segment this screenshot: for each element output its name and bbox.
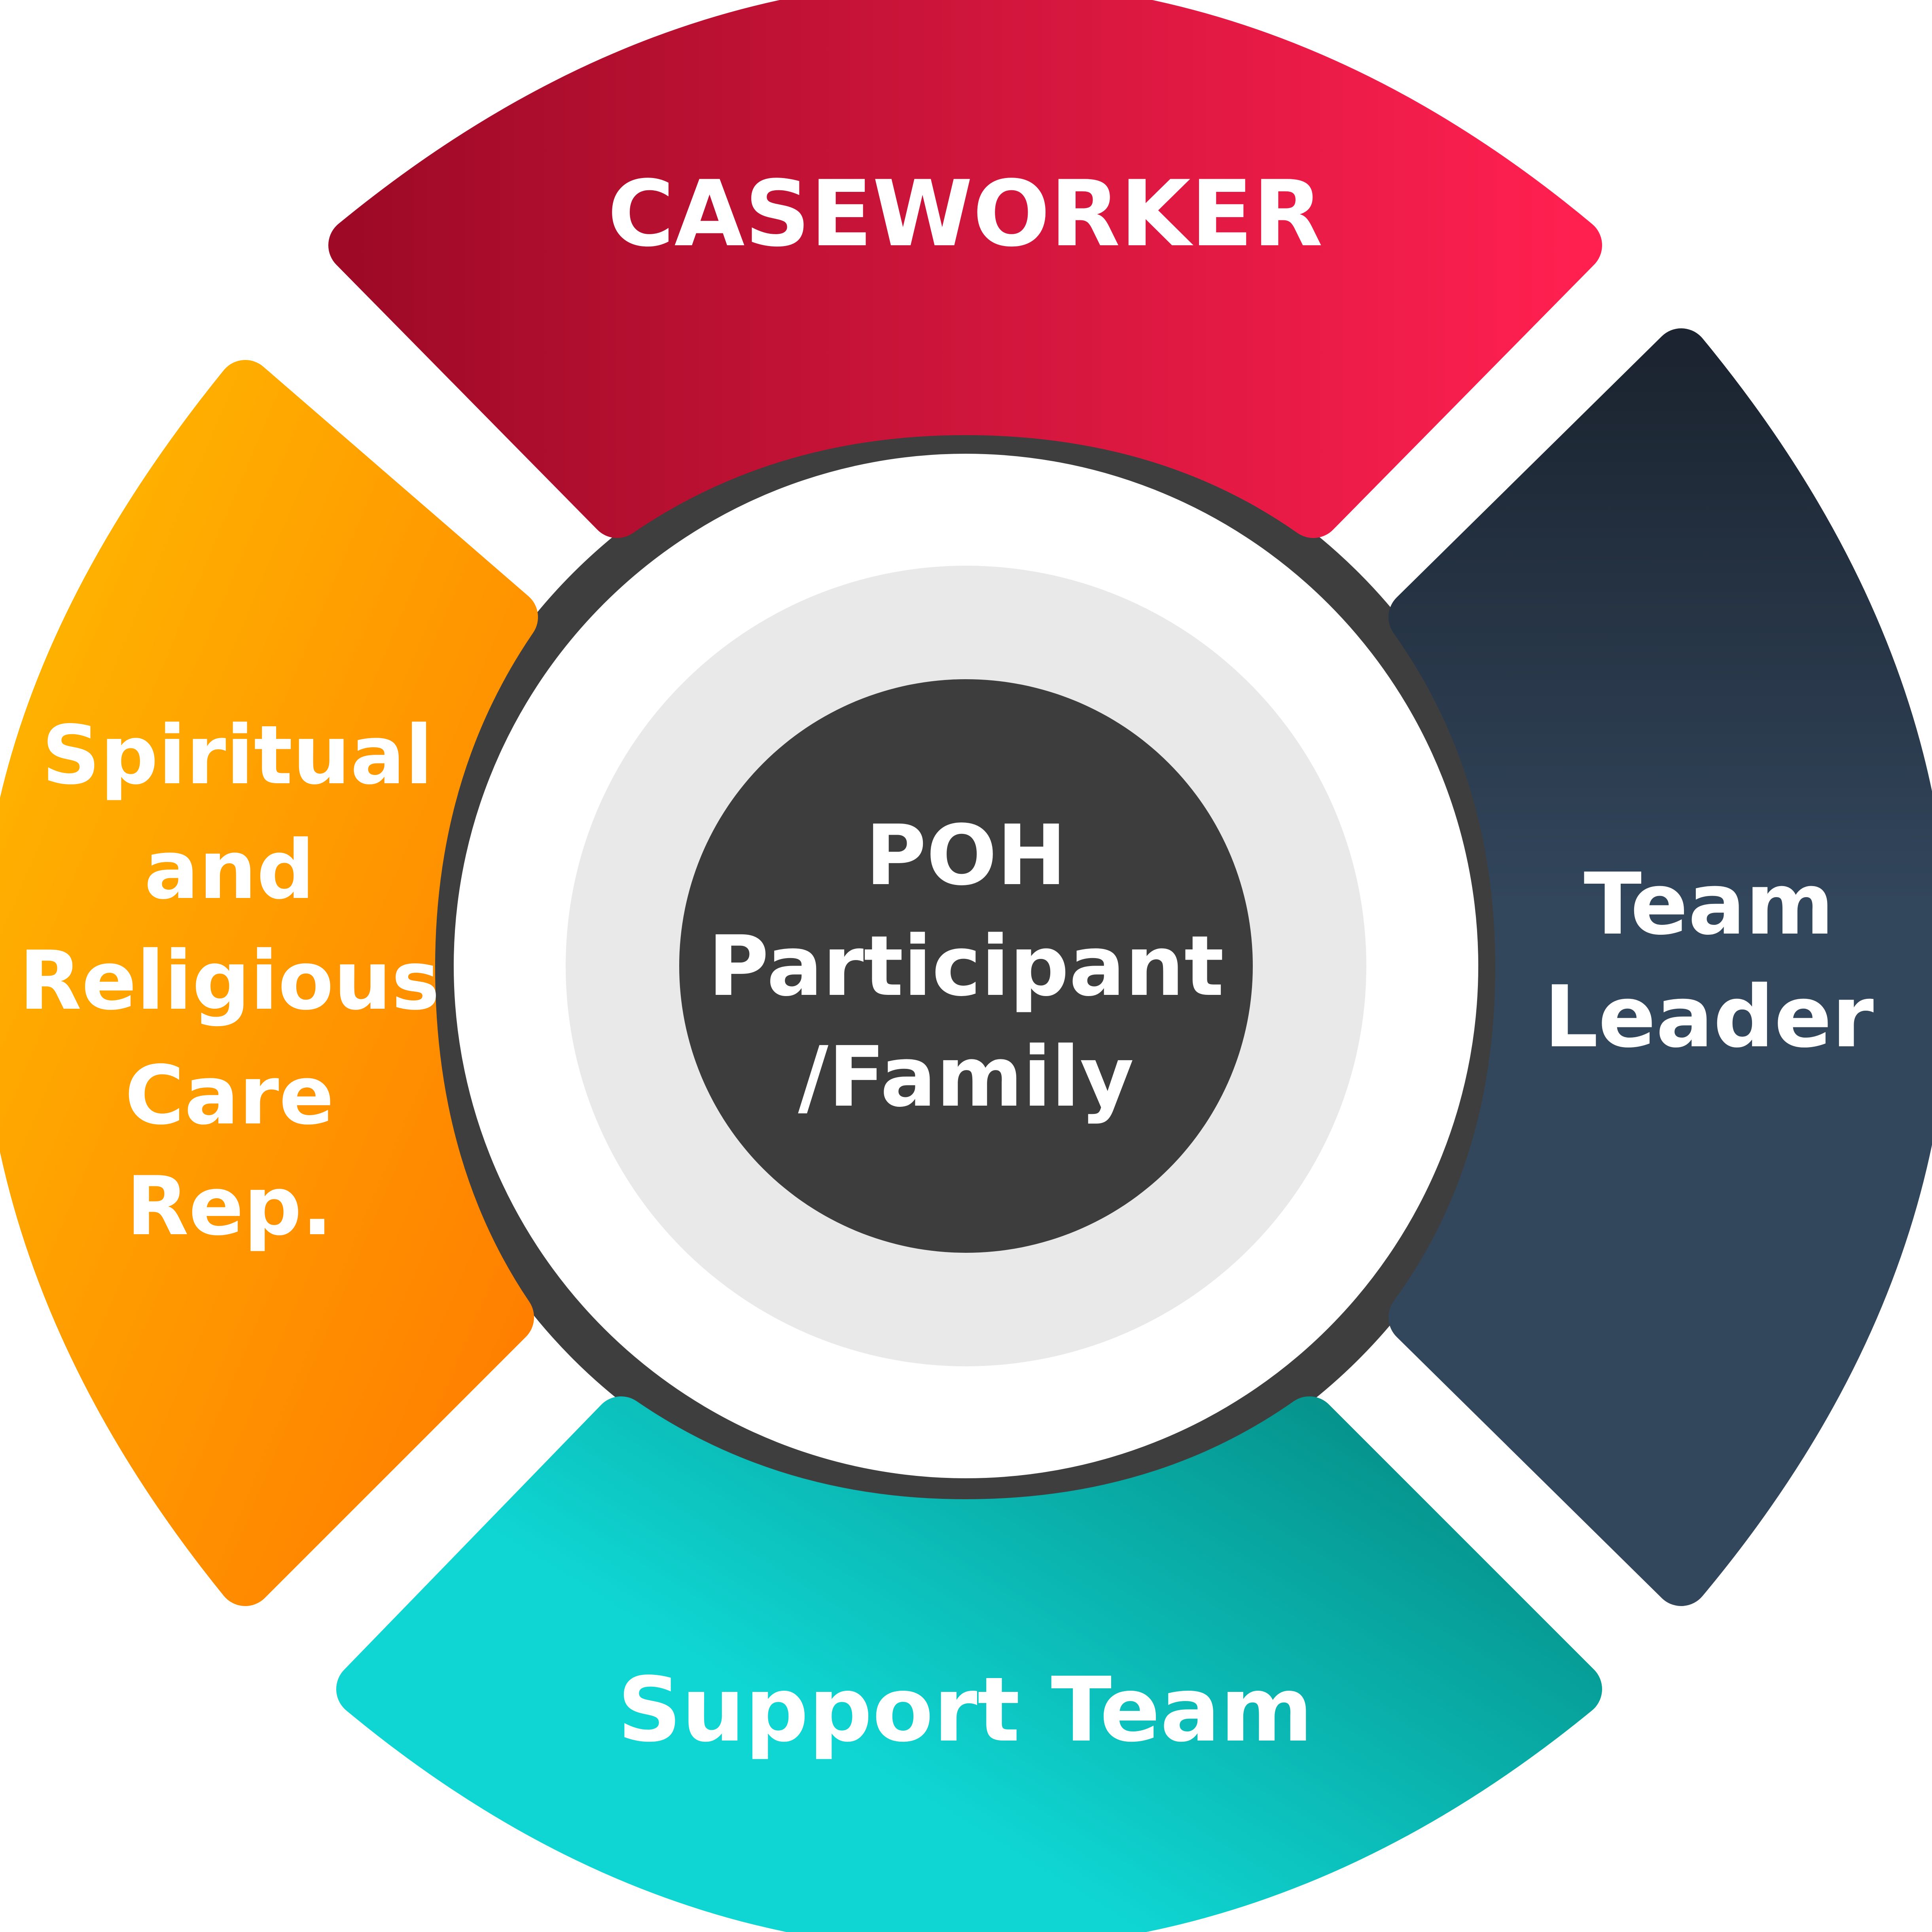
center-label-line3: /Family (798, 1029, 1134, 1125)
segment-spiritual-care-label-line2: and (144, 823, 314, 917)
segment-team-leader[interactable]: Team Leader (1388, 328, 1932, 1606)
segment-caseworker-shape (328, 0, 1602, 538)
segment-support-team[interactable]: Support Team (336, 1396, 1602, 1932)
center-label-line1: POH (866, 807, 1066, 904)
segment-spiritual-care-label-line1: Spiritual (42, 708, 433, 803)
segment-spiritual-care-label-line5: Rep. (126, 1159, 333, 1254)
segment-support-team-shape (336, 1396, 1602, 1932)
center-label-line2: Participant (708, 918, 1224, 1015)
segment-caseworker[interactable]: CASEWORKER (328, 0, 1602, 538)
segment-spiritual-care[interactable]: Spiritual and Religious Care Rep. (0, 360, 538, 1606)
center-hub[interactable]: POH Participant /Family (679, 679, 1253, 1253)
segment-team-leader-shape (1388, 328, 1932, 1606)
segment-spiritual-care-label-line3: Religious (19, 934, 439, 1028)
segment-spiritual-care-label-line4: Care (125, 1049, 334, 1143)
center-circle (679, 679, 1253, 1253)
segment-team-leader-label-line2: Leader (1544, 967, 1874, 1066)
segment-spiritual-care-shape (0, 360, 538, 1606)
segment-caseworker-label: CASEWORKER (608, 161, 1323, 267)
segment-support-team-label: Support Team (617, 1658, 1313, 1762)
segment-team-leader-label-line1: Team (1583, 854, 1834, 954)
